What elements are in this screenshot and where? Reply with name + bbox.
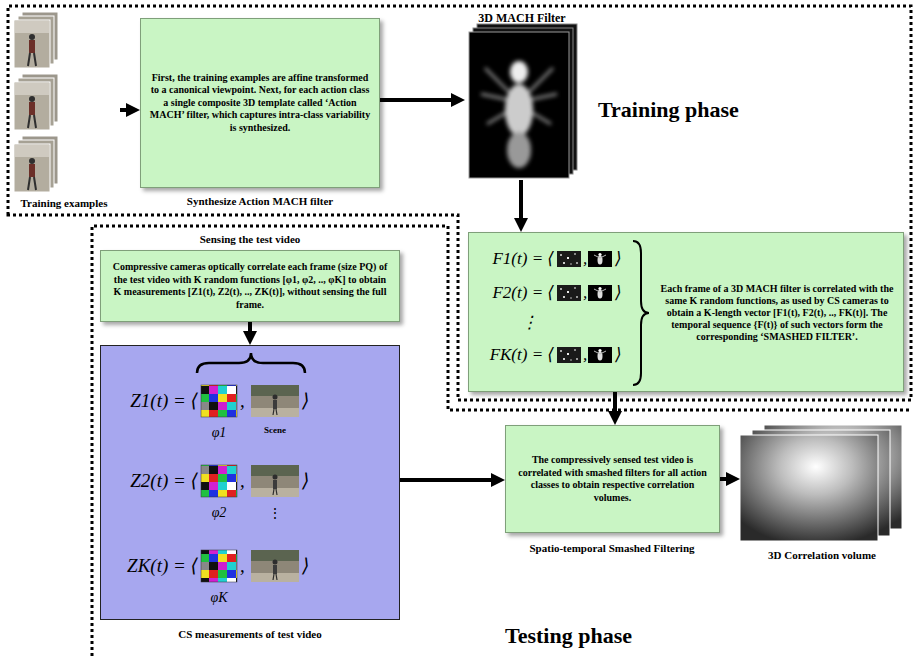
equation-text: F2(t) = ⟨ — [492, 283, 554, 303]
equation-text: Z2(t) = ⟨ — [130, 470, 198, 492]
flow-arrow — [120, 108, 126, 112]
figure-head — [510, 61, 528, 83]
equation-text: φ1 — [212, 425, 227, 441]
flow-arrow — [400, 478, 491, 482]
equation-text: , — [583, 249, 587, 269]
random-function-thumb — [557, 347, 581, 363]
equation-text: ⟩ — [302, 555, 309, 577]
equation-text: ⋮ — [521, 313, 538, 333]
filter-frame-thumb — [588, 347, 612, 363]
filter-frame — [469, 32, 569, 178]
image-caption: 3D Correlation volume — [768, 549, 876, 562]
figure-body — [505, 84, 533, 136]
equation-text: ⟩ — [615, 345, 622, 365]
equation-text: ⟩ — [615, 249, 622, 269]
curly-brace — [633, 241, 649, 385]
equation-text: Z1(t) = ⟨ — [130, 390, 198, 412]
image-caption: Training examples — [21, 197, 108, 210]
process-box: The compressively sensed test video is c… — [505, 425, 720, 533]
random-pattern-image — [201, 465, 237, 497]
random-pattern-image — [201, 385, 237, 417]
flow-arrow — [248, 322, 252, 331]
flow-arrow — [380, 98, 451, 102]
filter-frame — [473, 28, 573, 174]
correlation-frame — [752, 430, 890, 536]
random-function-thumb — [557, 251, 581, 267]
equation-text: ⟩ — [615, 283, 622, 303]
frame-stack — [14, 12, 58, 68]
scene-thumb — [251, 465, 299, 497]
training-frames — [8, 10, 120, 210]
filter-frame-thumb — [588, 285, 612, 301]
box-text: The compressively sensed test video is c… — [514, 454, 711, 504]
flow-arrow — [720, 477, 726, 481]
image-node: Training examples — [8, 10, 120, 210]
filter-frame — [477, 24, 577, 170]
equation-text: ⋮ — [268, 506, 282, 522]
filter-figure — [481, 61, 557, 168]
scene-thumb — [251, 550, 299, 582]
random-pattern-image — [201, 550, 237, 582]
frame-stack — [14, 74, 58, 130]
equation-text: , — [240, 555, 245, 577]
box-text: First, the training examples are affine … — [149, 72, 371, 135]
equation-text: ⟩ — [302, 470, 309, 492]
equation-text: ⟩ — [302, 390, 309, 412]
box-caption: Synthesize Action MACH filter — [187, 195, 333, 208]
measurement-box: Z1(t) = ⟨, ⟩ φ1 SceneZ2(t) = ⟨, ⟩ φ2 ⋮ ZK(t) = … — [100, 345, 400, 620]
equation-text: , — [240, 470, 245, 492]
process-box: F1(t) = ⟨, ⟩ F2(t) = ⟨, ⟩ ⋮ FK(t) = ⟨, ⟩ Each f… — [468, 232, 904, 392]
phase-label: Training phase — [598, 97, 739, 122]
mach-filter-image — [465, 10, 580, 180]
process-box: First, the training examples are affine … — [140, 18, 380, 188]
figure-wings — [481, 68, 557, 124]
box-heading: Sensing the test video — [200, 233, 301, 246]
equation-text: φ2 — [212, 505, 227, 521]
flow-arrow — [519, 180, 523, 218]
correlation-frame — [764, 425, 902, 529]
training-region-boundary — [8, 6, 911, 400]
image-node: 3D MACH Filter — [465, 10, 580, 180]
box-text: Compressive cameras optically correlate … — [109, 261, 391, 311]
process-box: Compressive cameras optically correlate … — [100, 250, 400, 322]
filter-frame-thumb — [588, 251, 612, 267]
frame-stack — [14, 136, 58, 192]
phase-label: Testing phase — [505, 623, 632, 648]
box-caption: Spatio-temporal Smashed Filtering — [530, 542, 695, 555]
equation-text: , — [583, 283, 587, 303]
equation-text: , — [240, 390, 245, 412]
equation-text: ZK(t) = ⟨ — [127, 555, 198, 577]
image-caption: 3D MACH Filter — [478, 12, 565, 26]
curly-brace — [197, 353, 305, 373]
equation-text: Scene — [264, 425, 286, 435]
box-text: Each frame of a 3D MACH filter is correl… — [653, 283, 901, 343]
figure-legs — [507, 132, 531, 168]
equation-text: φK — [210, 590, 227, 606]
equation-text: , — [583, 345, 587, 365]
equation-text: F1(t) = ⟨ — [492, 249, 554, 269]
correlation-frame — [740, 435, 878, 541]
box-caption: CS measurements of test video — [178, 628, 321, 641]
correlation-volume-image — [740, 425, 905, 565]
scene-thumb — [251, 385, 299, 417]
image-node: 3D Correlation volume — [740, 425, 905, 565]
random-function-thumb — [557, 285, 581, 301]
equation-text: FK(t) = ⟨ — [490, 345, 554, 365]
flow-arrow — [613, 392, 617, 411]
testing-region-boundary — [92, 226, 911, 656]
